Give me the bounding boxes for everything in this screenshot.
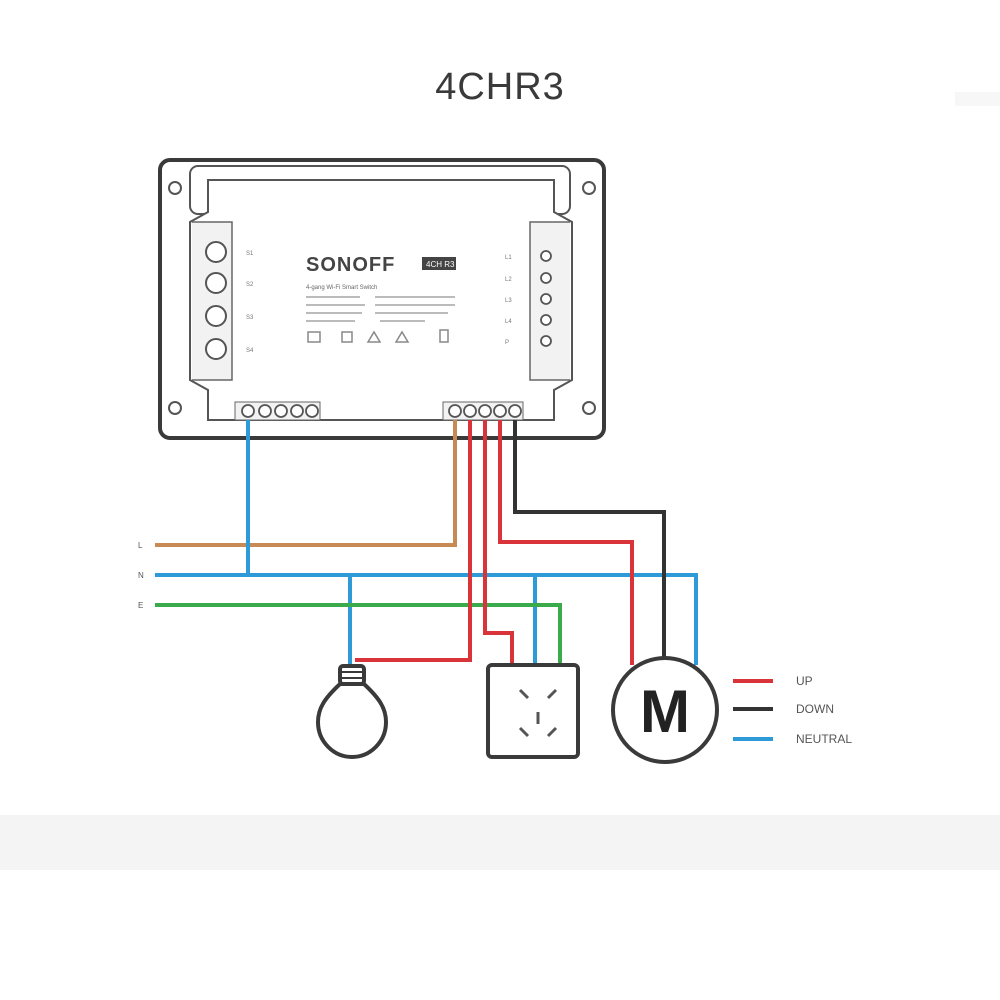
earth-wire — [155, 603, 562, 665]
led-label: L3 — [505, 298, 512, 304]
mount-hole-bl — [168, 401, 182, 415]
button-s4 — [205, 338, 227, 360]
button-label: S2 — [246, 282, 254, 288]
legend-label-down: DOWN — [796, 702, 834, 716]
motor-up-wire — [498, 420, 634, 665]
light-bulb — [315, 664, 389, 760]
socket-pins — [518, 688, 558, 738]
power-socket — [486, 663, 580, 759]
led-power — [540, 335, 552, 347]
bottom-band — [0, 815, 1000, 870]
legend: UP DOWN NEUTRAL — [733, 674, 852, 746]
spec-fine-print — [306, 296, 455, 322]
button-s2 — [205, 272, 227, 294]
mount-hole-tl — [168, 181, 182, 195]
device-subtitle: 4-gang Wi-Fi Smart Switch — [306, 285, 377, 291]
terminal-block-left — [234, 401, 321, 421]
led-label: L2 — [505, 277, 512, 283]
device-leds: L1 L2 L3 L4 P — [505, 250, 552, 347]
sonoff-device: S1 S2 S3 S4 L1 L2 L3 L4 P SONOFF 4CH R3 … — [158, 158, 606, 440]
led-label: P — [505, 340, 509, 346]
model-badge-text: 4CH R3 — [426, 260, 455, 269]
line-label-n: N — [138, 571, 144, 580]
legend-label-neutral: NEUTRAL — [796, 732, 852, 746]
mount-hole-br — [582, 401, 596, 415]
motor-label: M — [640, 678, 690, 745]
button-label: S3 — [246, 315, 254, 321]
line-label-l: L — [138, 541, 143, 550]
brand-logo: SONOFF — [306, 254, 395, 276]
led-l4 — [540, 314, 552, 326]
line-label-e: E — [138, 601, 143, 610]
device-inner-frame — [189, 179, 573, 421]
mount-hole-tr — [582, 181, 596, 195]
motor: M — [611, 656, 719, 764]
motor-down-wire — [513, 420, 666, 660]
button-label: S4 — [246, 348, 254, 354]
diagram-title: 4CHR3 — [435, 66, 565, 108]
led-l1 — [540, 250, 552, 262]
neutral-bus — [155, 573, 698, 665]
button-label: S1 — [246, 251, 254, 257]
live-wire — [155, 420, 457, 547]
bulb-live-wire — [355, 420, 472, 662]
device-buttons: S1 S2 S3 S4 — [205, 241, 254, 360]
corner-strip — [955, 92, 1000, 106]
bulb-base — [338, 664, 366, 686]
led-l3 — [540, 293, 552, 305]
led-label: L4 — [505, 319, 512, 325]
certification-marks — [307, 329, 449, 343]
wires — [155, 420, 698, 665]
model-badge — [422, 257, 456, 270]
legend-label-up: UP — [796, 674, 813, 688]
led-l2 — [540, 272, 552, 284]
led-label: L1 — [505, 255, 512, 261]
terminal-block-right — [442, 401, 524, 421]
button-s3 — [205, 305, 227, 327]
bulb-glass — [315, 682, 389, 760]
button-s1 — [205, 241, 227, 263]
socket-live-wire — [483, 420, 514, 665]
